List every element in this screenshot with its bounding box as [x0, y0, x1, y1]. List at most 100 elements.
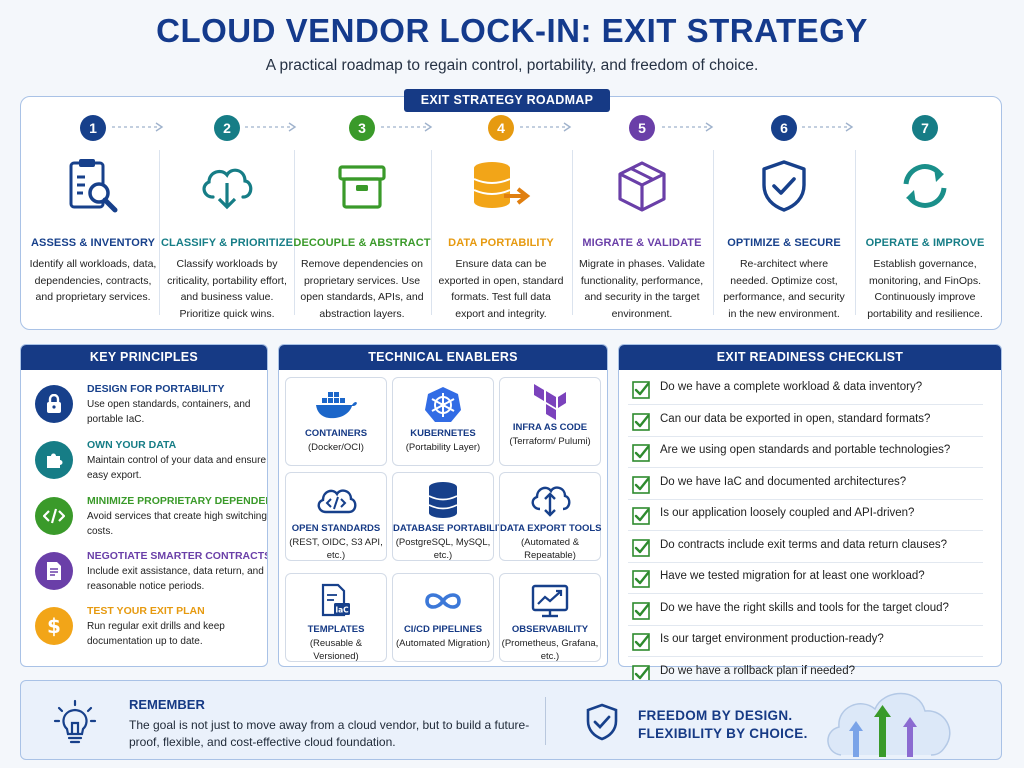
- step-description: Identify all workloads, data, dependenci…: [29, 258, 157, 303]
- checklist-question: Do we have a rollback plan if needed?: [660, 664, 855, 677]
- cube-icon: [572, 155, 712, 217]
- page-subtitle: A practical roadmap to regain control, p…: [265, 57, 759, 74]
- remember-text: The goal is not just to move away from a…: [129, 718, 530, 749]
- checklist-question: Is our application loosely coupled and A…: [660, 507, 915, 519]
- principle-title: MINIMIZE PROPRIETARY DEPENDENCIES: [87, 495, 267, 507]
- svg-text:IaC: IaC: [335, 606, 349, 615]
- arrow-right-icon: [662, 122, 714, 132]
- roadmap-step-4: 4 DATA PORTABILITY Ensure data can be ex…: [431, 115, 571, 322]
- enabler-title: OPEN STANDARDS: [291, 523, 381, 534]
- enabler-card: CONTAINERS (Docker/OCI): [285, 377, 387, 466]
- step-number: 5: [629, 115, 655, 141]
- principle-title: NEGOTIATE SMARTER CONTRACTS: [87, 550, 268, 562]
- docker-icon: [286, 386, 386, 424]
- checklist-item: Do we have IaC and documented architectu…: [628, 469, 983, 500]
- roadmap-step-5: 5 MIGRATE & VALIDATE Migrate in phases. …: [572, 115, 712, 322]
- cloud-code-icon: [286, 481, 386, 519]
- divider: [431, 150, 432, 315]
- checklist-question: Do we have a complete workload & data in…: [660, 381, 923, 393]
- checklist-item: Can our data be exported in open, standa…: [628, 406, 983, 437]
- roadmap-step-1: 1 ASSESS & INVENTORY Identify all worklo…: [23, 115, 163, 306]
- panel-title: KEY PRINCIPLES: [21, 345, 267, 370]
- step-number: 2: [214, 115, 240, 141]
- exit-readiness-checklist-panel: EXIT READINESS CHECKLIST: [618, 344, 1002, 667]
- cloud-download-icon: [157, 155, 297, 217]
- checkbox-checked-icon: [632, 412, 650, 436]
- roadmap-step-6: 6 OPTIMIZE & SECURE Re-architect where n…: [714, 115, 854, 322]
- iac-template-icon: IaC: [286, 582, 386, 620]
- checklist-question: Have we tested migration for at least on…: [660, 570, 925, 582]
- enabler-description: (Prometheus, Grafana, etc.): [501, 638, 599, 662]
- enabler-title: TEMPLATES: [307, 624, 365, 635]
- divider: [545, 697, 546, 745]
- database-icon: [393, 481, 493, 519]
- enabler-description: (Terraform/ Pulumi): [509, 436, 591, 447]
- enabler-title: INFRA AS CODE: [512, 422, 588, 433]
- code-icon: [35, 497, 73, 535]
- step-number: 3: [349, 115, 375, 141]
- checklist-item: Are we using open standards and portable…: [628, 437, 983, 468]
- technical-enablers-panel: TECHNICAL ENABLERS CONTAINERS (Docker/OC…: [278, 344, 608, 667]
- checkbox-checked-icon: [632, 381, 650, 404]
- enabler-card: KUBERNETES (Portability Layer): [392, 377, 494, 466]
- enabler-card: INFRA AS CODE (Terraform/ Pulumi): [499, 377, 601, 466]
- enabler-description: (PostgreSQL, MySQL, etc.): [395, 537, 491, 561]
- checklist-question: Do contracts include exit terms and data…: [660, 538, 948, 551]
- contract-icon: [35, 552, 73, 590]
- remember-title: REMEMBER: [129, 697, 205, 712]
- shield-check-icon: [714, 155, 854, 217]
- roadmap-label: EXIT STRATEGY ROADMAP: [404, 89, 610, 112]
- enabler-card: OBSERVABILITY (Prometheus, Grafana, etc.…: [499, 573, 601, 662]
- cloud-growth-icon: [821, 681, 961, 764]
- roadmap-step-3: 3 DECOUPLE & ABSTRACT Remove dependencie…: [292, 115, 432, 322]
- step-description: Migrate in phases. Validate functionalit…: [579, 258, 705, 320]
- enabler-description: (Docker/OCI): [308, 442, 364, 453]
- checklist-item: Do we have a complete workload & data in…: [628, 374, 983, 405]
- enabler-description: (Automated & Repeatable): [520, 537, 580, 561]
- principle-description: Maintain control of your data and ensure…: [87, 455, 266, 481]
- enabler-card: OPEN STANDARDS (REST, OIDC, S3 API, etc.…: [285, 472, 387, 561]
- step-number: 6: [771, 115, 797, 141]
- step-description: Re-architect where needed. Optimize cost…: [723, 258, 845, 320]
- checkbox-checked-icon: [632, 538, 650, 562]
- dollar-icon: $: [35, 607, 73, 645]
- enabler-title: CI/CD PIPELINES: [403, 624, 483, 635]
- enabler-title: CONTAINERS: [304, 428, 368, 439]
- step-title: MIGRATE & VALIDATE: [582, 237, 702, 249]
- checklist-question: Do we have the right skills and tools fo…: [660, 601, 949, 614]
- enabler-description: (Portability Layer): [405, 442, 481, 453]
- enabler-description: (REST, OIDC, S3 API, etc.): [289, 537, 383, 561]
- monitor-chart-icon: [500, 582, 600, 620]
- terraform-icon: [500, 382, 600, 420]
- divider: [572, 150, 573, 315]
- freedom-tagline: FREEDOM BY DESIGN.: [638, 708, 793, 723]
- enabler-title: KUBERNETES: [410, 428, 476, 439]
- enabler-title: DATABASE PORTABILITY: [393, 523, 510, 534]
- checkbox-checked-icon: [632, 570, 650, 593]
- page-title: CLOUD VENDOR LOCK-IN: EXIT STRATEGY: [156, 12, 868, 49]
- divider: [713, 150, 714, 315]
- arrow-right-icon: [520, 122, 572, 132]
- roadmap-step-7: 7 OPERATE & IMPROVE Establish governance…: [855, 115, 995, 322]
- remember-banner: REMEMBER The goal is not just to move aw…: [20, 680, 1002, 760]
- principle-description: Include exit assistance, data return, an…: [87, 566, 264, 592]
- step-number: 1: [80, 115, 106, 141]
- checklist-question: Can our data be exported in open, standa…: [660, 412, 931, 425]
- kubernetes-icon: [393, 386, 493, 424]
- checklist-question: Are we using open standards and portable…: [660, 444, 951, 456]
- panel-title: TECHNICAL ENABLERS: [279, 345, 607, 370]
- lightbulb-icon: [53, 699, 97, 750]
- step-description: Remove dependencies on proprietary servi…: [300, 258, 424, 320]
- refresh-icon: [855, 155, 995, 217]
- svg-text:$: $: [47, 615, 61, 637]
- principle-title: OWN YOUR DATA: [87, 439, 177, 451]
- key-principles-panel: KEY PRINCIPLES DESIGN FOR PORTABILITY Us…: [20, 344, 268, 667]
- infinity-icon: [393, 582, 493, 620]
- cloud-sync-icon: [500, 481, 600, 519]
- principle-title: TEST YOUR EXIT PLAN: [87, 605, 205, 617]
- enabler-card: DATABASE PORTABILITY (PostgreSQL, MySQL,…: [392, 472, 510, 561]
- checkbox-checked-icon: [632, 475, 650, 499]
- step-title: DATA PORTABILITY: [448, 237, 554, 249]
- step-title: OPTIMIZE & SECURE: [727, 237, 841, 249]
- arrow-right-icon: [112, 122, 164, 132]
